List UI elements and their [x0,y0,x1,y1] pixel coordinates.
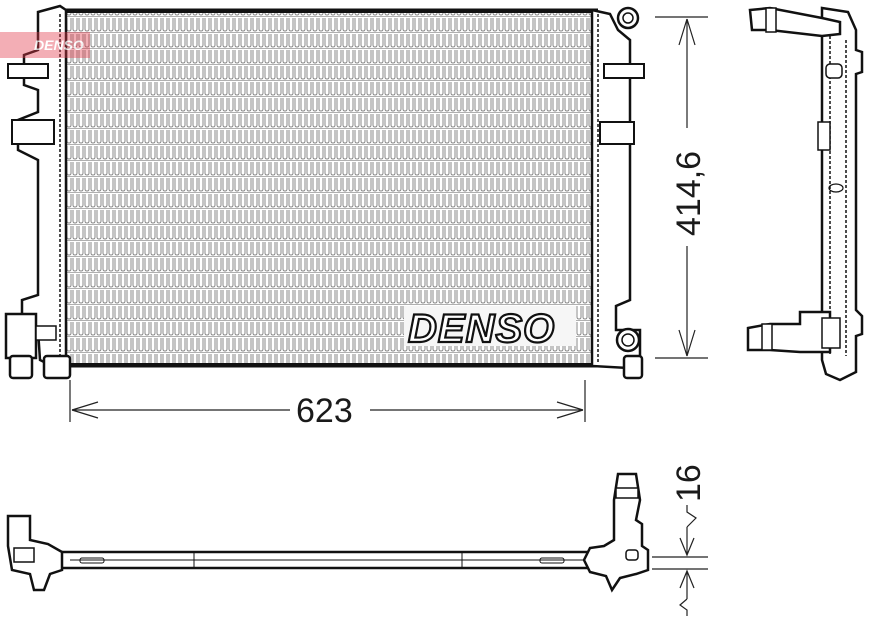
svg-text:DENSO: DENSO [34,37,84,53]
bottom-view [6,472,650,593]
thickness-dimension: 16 [652,464,708,616]
left-bracket-bottom [4,312,38,360]
side-view [746,6,864,382]
thickness-label: 16 [670,464,708,502]
width-dimension: 623 [69,380,586,430]
watermark: DENSO [0,32,90,58]
height-dimension: 414,6 [655,16,708,359]
left-bracket-top [7,63,49,79]
left-bracket-mid [11,119,55,145]
front-view: DENSO [4,4,645,380]
radiator-core [65,11,593,365]
right-tank [590,8,642,370]
width-label: 623 [296,392,353,430]
brand-logo: DENSO [408,307,555,351]
height-label: 414,6 [670,151,708,236]
